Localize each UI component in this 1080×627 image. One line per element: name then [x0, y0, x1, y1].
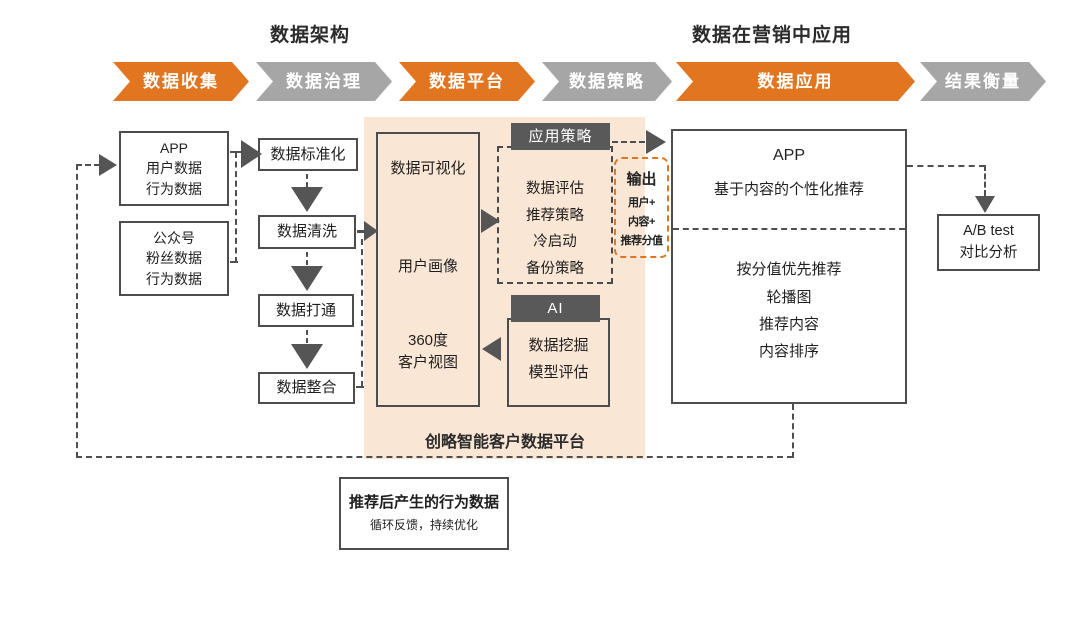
gov-step-standardization: 数据标准化 — [258, 138, 358, 171]
feedback-loop-app-vertical — [792, 404, 794, 458]
source-app-line1: APP — [159, 140, 188, 157]
feedback-loop-bottom-horizontal — [76, 456, 793, 458]
ai-line1: 数据挖掘 — [528, 337, 589, 354]
output-lines: 用户+ 内容+ 推荐分值 — [616, 194, 667, 251]
connector-app-abtest-vertical — [984, 165, 986, 196]
strategy-line2: 推荐策略 — [526, 207, 584, 224]
chevron-data-governance: 数据治理 — [256, 62, 392, 101]
arrow-down-icon — [291, 344, 323, 369]
connector-wechat-stub — [230, 261, 238, 263]
strategy-line3: 冷启动 — [533, 234, 577, 250]
source-app-line3: 行为数据 — [146, 180, 202, 197]
chevron-data-strategy: 数据策略 — [542, 62, 672, 101]
source-wechat-line2: 粉丝数据 — [146, 250, 202, 267]
app-panel-title: APP — [772, 147, 805, 164]
app-panel-item3: 推荐内容 — [758, 316, 819, 333]
ai-box: 数据挖掘 模型评估 — [507, 318, 610, 407]
gov-arrow3-shaft — [306, 330, 308, 343]
arrow-down-icon — [291, 266, 323, 291]
arrow-down-icon — [291, 187, 323, 212]
platform-item-visualization: 数据可视化 — [390, 160, 466, 177]
header-data-in-marketing: 数据在营销中应用 — [691, 25, 852, 46]
arrow-right-icon — [364, 221, 378, 241]
platform-core-box: 数据可视化 用户画像 360度 客户视图 — [376, 132, 480, 407]
output-line3: 推荐分值 — [620, 235, 664, 247]
app-panel-item2: 轮播图 — [766, 289, 812, 306]
ai-line2: 模型评估 — [528, 364, 589, 381]
feedback-box: 推荐后产生的行为数据 循环反馈，持续优化 — [339, 477, 509, 550]
feedback-title: 推荐后产生的行为数据 — [348, 494, 499, 512]
ab-test-box: A/B test 对比分析 — [937, 214, 1040, 271]
app-panel-divider — [673, 228, 905, 230]
connector-integration-stub — [356, 386, 364, 388]
gov-step-connection: 数据打通 — [258, 294, 354, 327]
smart-customer-data-platform-panel — [364, 117, 645, 459]
connector-mid-vertical — [235, 152, 237, 263]
ab-test-line1: A/B test — [963, 223, 1014, 240]
ab-test-line2: 对比分析 — [959, 244, 1018, 261]
gov-arrow1-shaft — [306, 174, 308, 187]
source-app-data-box: APP 用户数据 行为数据 — [119, 131, 229, 206]
platform-item-360-view: 360度 客户视图 — [378, 330, 478, 374]
source-wechat-line1: 公众号 — [153, 230, 195, 247]
app-panel-subtitle: 基于内容的个性化推荐 — [713, 181, 864, 198]
platform-item-360-line1: 360度 — [407, 332, 449, 349]
gov-step-cleaning: 数据清洗 — [258, 215, 356, 249]
chevron-data-platform: 数据平台 — [399, 62, 535, 101]
tab-ai: AI — [511, 295, 600, 322]
strategy-dashed-box: 数据评估 推荐策略 冷启动 备份策略 — [497, 146, 613, 284]
source-app-line2: 用户数据 — [146, 160, 202, 177]
connector-into-app-source — [76, 164, 100, 166]
strategy-line1: 数据评估 — [526, 181, 584, 197]
arrow-right-icon — [99, 154, 117, 176]
connector-app-abtest-horizontal — [907, 165, 985, 167]
strategy-line4: 备份策略 — [526, 260, 584, 277]
chevron-data-application: 数据应用 — [676, 62, 915, 101]
connector-integration-up — [361, 239, 363, 387]
source-wechat-data-box: 公众号 粉丝数据 行为数据 — [119, 221, 229, 296]
gov-step-integration: 数据整合 — [258, 372, 355, 404]
arrow-right-icon — [481, 209, 500, 233]
output-box: 输出 用户+ 内容+ 推荐分值 — [614, 157, 669, 258]
arrow-right-icon — [241, 140, 262, 168]
platform-caption: 创略智能客户数据平台 — [424, 434, 585, 451]
chevron-data-collection: 数据收集 — [113, 62, 249, 101]
app-panel-item4: 内容排序 — [758, 343, 819, 360]
arrow-right-icon — [646, 130, 666, 154]
platform-item-user-profile: 用户画像 — [397, 258, 458, 275]
output-title: 输出 — [626, 171, 657, 188]
chevron-result-measurement: 结果衡量 — [920, 62, 1046, 101]
header-data-architecture: 数据架构 — [269, 25, 350, 46]
output-line2: 内容+ — [628, 216, 655, 228]
tab-application-strategy: 应用策略 — [511, 123, 610, 150]
connector-cleaning-platform-shaft — [357, 230, 366, 233]
gov-arrow2-shaft — [306, 252, 308, 265]
feedback-loop-left-vertical — [76, 164, 78, 458]
app-panel-item1: 按分值优先推荐 — [736, 261, 842, 278]
source-wechat-line3: 行为数据 — [146, 270, 202, 287]
connector-strategy-app — [612, 141, 645, 143]
platform-item-360-line2: 客户视图 — [397, 354, 458, 371]
arrow-left-icon — [482, 337, 501, 361]
output-line1: 用户+ — [628, 197, 655, 209]
feedback-subtitle: 循环反馈，持续优化 — [369, 518, 478, 533]
arrow-down-icon — [975, 196, 995, 213]
app-application-box: APP 基于内容的个性化推荐 按分值优先推荐 轮播图 推荐内容 内容排序 — [671, 129, 907, 404]
